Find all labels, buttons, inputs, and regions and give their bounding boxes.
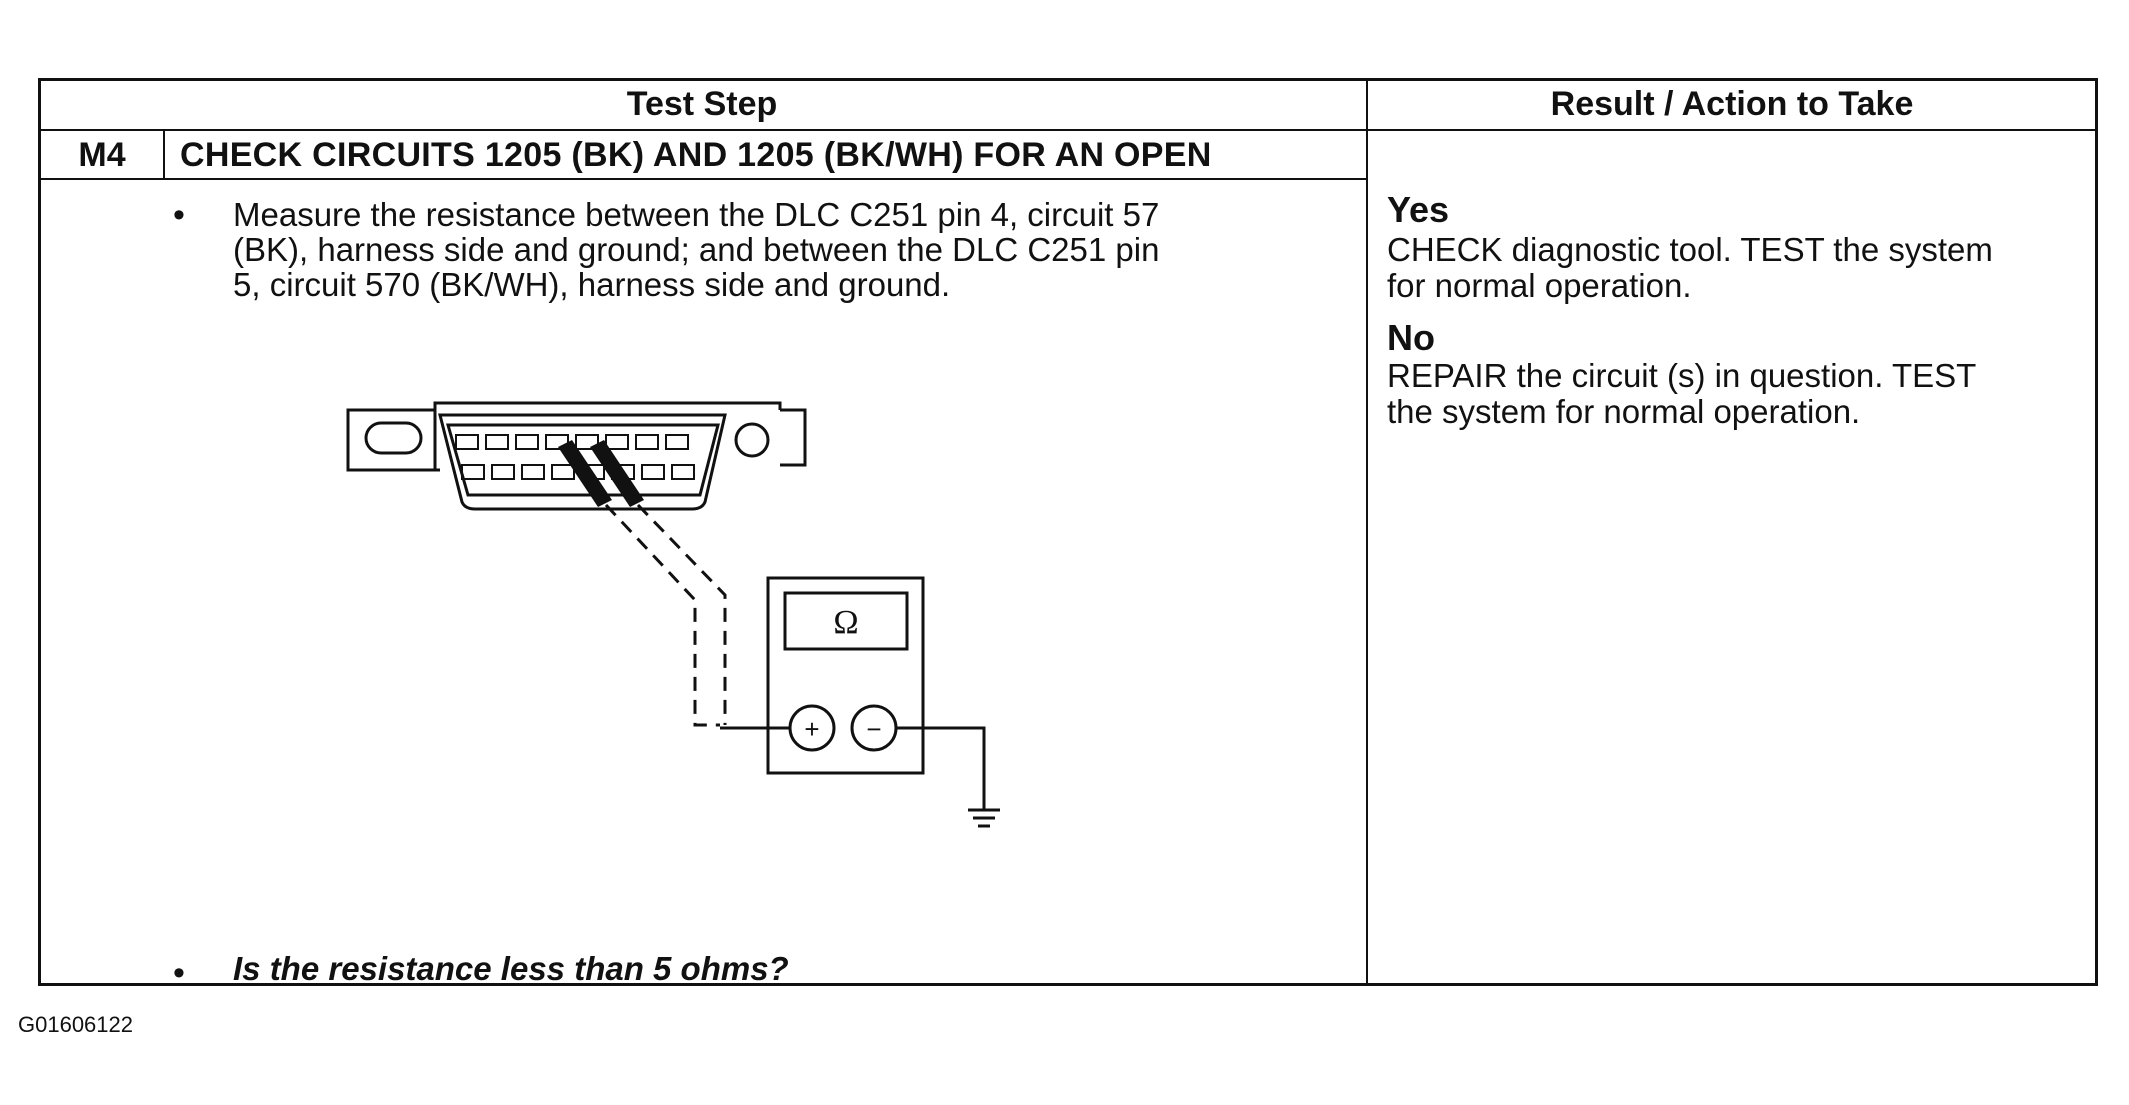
header-divider xyxy=(38,129,2098,131)
step-id-divider xyxy=(163,129,165,179)
ohm-symbol: Ω xyxy=(833,604,858,641)
instruction-line-1: Measure the resistance between the DLC C… xyxy=(233,196,1160,233)
header-test-step: Test Step xyxy=(626,85,778,123)
test-step-table xyxy=(38,78,2098,986)
step-id: M4 xyxy=(78,136,126,174)
instruction-line-3: 5, circuit 570 (BK/WH), harness side and… xyxy=(233,266,951,303)
step-title-divider xyxy=(38,178,1368,180)
result-no-label: No xyxy=(1387,317,1435,358)
ohmmeter-icon: Ω + − xyxy=(720,576,986,810)
result-no-line-2: the system for normal operation. xyxy=(1387,393,1861,430)
result-no-line-1: REPAIR the circuit (s) in question. TEST xyxy=(1387,357,1977,394)
result-yes-label: Yes xyxy=(1387,189,1450,230)
step-title: CHECK CIRCUITS 1205 (BK) AND 1205 (BK/WH… xyxy=(180,136,1212,174)
test-probes xyxy=(558,440,727,727)
question-text: Is the resistance less than 5 ohms? xyxy=(233,950,789,987)
column-divider xyxy=(1366,78,1368,986)
ground-symbol-icon xyxy=(968,808,1000,828)
plus-terminal: + xyxy=(804,714,819,744)
header-result-action: Result / Action to Take xyxy=(1550,85,1914,123)
instruction-bullet: • xyxy=(173,196,185,234)
figure-id: G01606122 xyxy=(18,1012,133,1037)
dlc-connector-icon xyxy=(346,401,807,511)
minus-terminal: − xyxy=(866,714,881,744)
instruction-line-2: (BK), harness side and ground; and betwe… xyxy=(233,231,1160,268)
ohmmeter-test-diagram: Ω + − xyxy=(346,401,1000,828)
result-yes-line-2: for normal operation. xyxy=(1387,267,1692,304)
question-bullet: • xyxy=(173,954,185,992)
result-yes-line-1: CHECK diagnostic tool. TEST the system xyxy=(1387,231,1993,268)
